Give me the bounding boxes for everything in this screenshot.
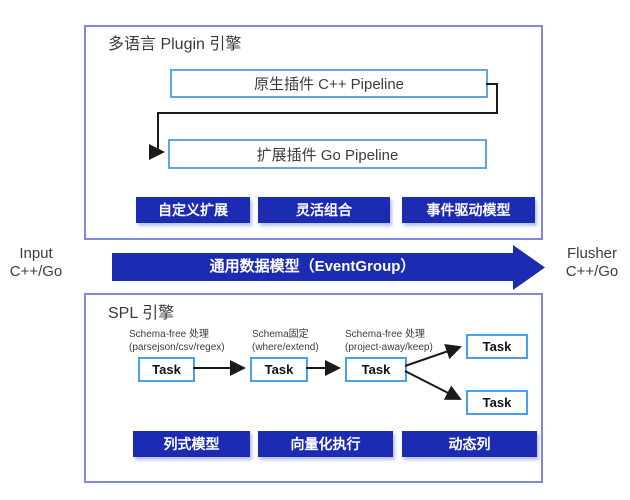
- eventgroup-arrow-label: 通用数据模型（EventGroup）: [209, 258, 416, 275]
- task-box-3-label: Task: [361, 362, 391, 377]
- input-label-line2: C++/Go: [9, 263, 63, 280]
- stage3-detail: (project-away/keep): [345, 341, 433, 353]
- plugin-engine-title: 多语言 Plugin 引擎: [108, 36, 242, 53]
- badge-event-driven-model-label: 事件驱动模型: [426, 202, 511, 218]
- stage2-detail: (where/extend): [252, 341, 319, 353]
- task-box-2-label: Task: [264, 362, 294, 377]
- stage3-label: Schema-free 处理 (project-away/keep): [345, 329, 433, 354]
- extension-go-pipeline-box: 扩展插件 Go Pipeline: [168, 139, 487, 169]
- stage2-name: Schema固定: [252, 329, 309, 340]
- badge-columnar-model: 列式模型: [133, 431, 250, 457]
- stage2-label: Schema固定 (where/extend): [252, 329, 319, 354]
- native-cpp-pipeline-label: 原生插件 C++ Pipeline: [253, 76, 405, 93]
- badge-dynamic-column-label: 动态列: [448, 436, 491, 452]
- spl-engine-title: SPL 引擎: [108, 305, 175, 322]
- stage1-name: Schema-free 处理: [129, 329, 210, 340]
- stage3-name: Schema-free 处理: [345, 329, 426, 340]
- native-cpp-pipeline-box: 原生插件 C++ Pipeline: [170, 69, 488, 98]
- badge-flexible-composition-label: 灵活组合: [296, 202, 352, 218]
- badge-custom-extension-label: 自定义扩展: [158, 202, 228, 218]
- flusher-label-line2: C++/Go: [565, 263, 619, 280]
- badge-dynamic-column: 动态列: [402, 431, 537, 457]
- input-label-line1: Input: [19, 245, 53, 262]
- task-box-1: Task: [138, 357, 195, 382]
- task-box-output-top: Task: [466, 334, 528, 359]
- flusher-label-line1: Flusher: [566, 245, 618, 262]
- task-box-output-bottom-label: Task: [482, 395, 512, 410]
- badge-custom-extension: 自定义扩展: [136, 197, 250, 223]
- stage1-detail: (parsejson/csv/regex): [129, 341, 225, 353]
- task-box-1-label: Task: [152, 362, 181, 377]
- badge-event-driven-model: 事件驱动模型: [402, 197, 535, 223]
- badge-columnar-model-label: 列式模型: [163, 436, 220, 452]
- badge-vectorized-execution: 向量化执行: [258, 431, 393, 457]
- input-label: Input C++/Go: [2, 245, 70, 281]
- flusher-label: Flusher C++/Go: [558, 245, 626, 281]
- badge-flexible-composition: 灵活组合: [258, 197, 390, 223]
- task-box-output-bottom: Task: [466, 390, 528, 415]
- badge-vectorized-execution-label: 向量化执行: [290, 436, 361, 452]
- extension-go-pipeline-label: 扩展插件 Go Pipeline: [256, 146, 399, 164]
- task-box-2: Task: [250, 357, 308, 382]
- task-box-output-top-label: Task: [482, 339, 512, 354]
- task-box-3: Task: [345, 357, 407, 382]
- stage1-label: Schema-free 处理 (parsejson/csv/regex): [129, 329, 225, 354]
